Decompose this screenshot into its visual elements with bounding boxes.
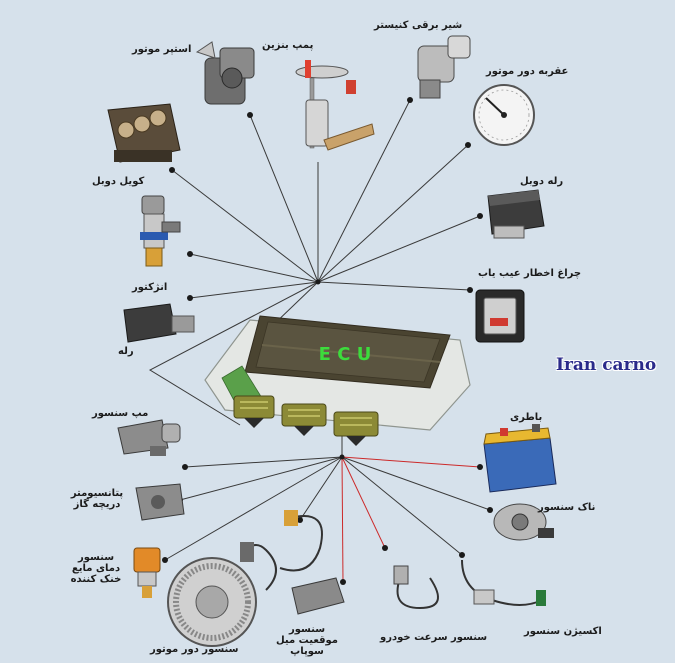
node-idle-motor bbox=[247, 112, 253, 118]
node-map-sensor bbox=[182, 464, 188, 470]
map-sensor-icon bbox=[117, 419, 181, 456]
wire-crank-sensor bbox=[341, 456, 344, 583]
wire-battery bbox=[341, 456, 481, 468]
node-double-relay bbox=[477, 213, 483, 219]
node-relay bbox=[187, 295, 193, 301]
wire-cam-sensor bbox=[299, 456, 343, 521]
label-idle-motor: استپر موتور bbox=[132, 44, 192, 55]
coolant-temp-sensor-icon bbox=[133, 547, 161, 598]
canister-valve-icon bbox=[417, 35, 471, 99]
upper-wires bbox=[148, 99, 481, 426]
cam-sensor-icon bbox=[279, 510, 345, 615]
label-fuel-pump: پمپ بنزین bbox=[262, 40, 314, 51]
ecu-unit: E C U bbox=[204, 315, 471, 446]
wire-knock-sensor bbox=[341, 456, 491, 511]
label-ignition-coil: کویل دوبل bbox=[92, 176, 145, 187]
node-ignition-coil bbox=[169, 167, 175, 173]
wire-throttle-sensor bbox=[179, 456, 343, 501]
label-crank-sensor: سنسور دور موتور bbox=[150, 644, 239, 655]
wire-double-relay bbox=[317, 215, 481, 283]
node-cam-sensor bbox=[297, 517, 303, 523]
wire-oxygen-sensor bbox=[341, 456, 463, 556]
idle-motor-icon bbox=[195, 41, 255, 105]
label-cam-sensor: سنسور موقعیت میل سوپاپ bbox=[275, 624, 338, 657]
wire-to-ecu-left bbox=[148, 281, 319, 426]
label-oxygen-sensor: اکسیژن سنسور bbox=[524, 626, 602, 637]
upper-hub-dot bbox=[315, 279, 321, 285]
node-knock-sensor bbox=[487, 507, 493, 513]
label-tachometer: عقربه دور موتور bbox=[486, 66, 569, 77]
wire-air-temp-sensor bbox=[164, 456, 343, 561]
label-speed-sensor: سنسور سرعت خودرو bbox=[380, 632, 488, 643]
speed-sensor-icon bbox=[393, 565, 439, 610]
upper-wire-nodes bbox=[169, 97, 483, 301]
watermark: Iran carno bbox=[556, 355, 657, 375]
ecu-connectors bbox=[233, 395, 379, 446]
battery-icon bbox=[483, 424, 557, 493]
label-fault-lamp: چراغ اخطار عیب یاب bbox=[478, 268, 582, 279]
ignition-coil-icon bbox=[107, 103, 181, 163]
node-injector bbox=[187, 251, 193, 257]
wire-injector bbox=[189, 253, 319, 283]
node-battery bbox=[477, 464, 483, 470]
knock-sensor-icon bbox=[493, 503, 554, 541]
red-wires bbox=[341, 456, 481, 583]
label-injector: انژکتور bbox=[132, 282, 168, 293]
wire-fault-lamp bbox=[317, 281, 471, 291]
wire-ignition-coil bbox=[171, 169, 319, 283]
crank-sensor-icon bbox=[167, 542, 277, 647]
wire-canister-valve bbox=[317, 99, 411, 283]
node-fault-lamp bbox=[467, 287, 473, 293]
double-relay-icon bbox=[487, 189, 545, 239]
oxygen-sensor-icon bbox=[461, 559, 546, 606]
label-canister-valve: شیر برقی کنیستر bbox=[374, 20, 463, 31]
fault-lamp-icon bbox=[475, 289, 525, 343]
wire-map-sensor bbox=[184, 456, 343, 468]
wire-relay bbox=[189, 281, 319, 299]
throttle-sensor-icon bbox=[135, 483, 185, 521]
wire-speed-sensor bbox=[341, 456, 386, 549]
node-tachometer bbox=[465, 142, 471, 148]
label-throttle-sensor: پتانسیومتر دریچه گاز bbox=[70, 488, 124, 510]
node-oxygen-sensor bbox=[459, 552, 465, 558]
label-coolant-temp-sensor: سنسور دمای مایع خنک کننده bbox=[70, 552, 122, 585]
node-canister-valve bbox=[407, 97, 413, 103]
label-double-relay: رله دوبل bbox=[520, 176, 564, 187]
tachometer-icon bbox=[473, 84, 535, 146]
node-air-temp-sensor bbox=[162, 557, 168, 563]
lower-hub-dot bbox=[339, 454, 345, 460]
wire-idle-motor bbox=[249, 114, 319, 283]
node-crank-sensor bbox=[340, 579, 346, 585]
label-battery: باطری bbox=[510, 412, 543, 423]
lower-wires bbox=[164, 430, 491, 561]
label-relay: رله bbox=[118, 346, 134, 357]
fuel-pump-icon bbox=[295, 60, 375, 151]
wire-tachometer bbox=[317, 144, 469, 283]
label-knock-sensor: ناک سنسور bbox=[538, 502, 596, 513]
injector-icon bbox=[140, 195, 181, 267]
ecu-label: E C U bbox=[319, 344, 372, 365]
relay-icon bbox=[123, 303, 195, 343]
node-speed-sensor bbox=[382, 545, 388, 551]
label-map-sensor: مپ سنسور bbox=[92, 408, 149, 419]
